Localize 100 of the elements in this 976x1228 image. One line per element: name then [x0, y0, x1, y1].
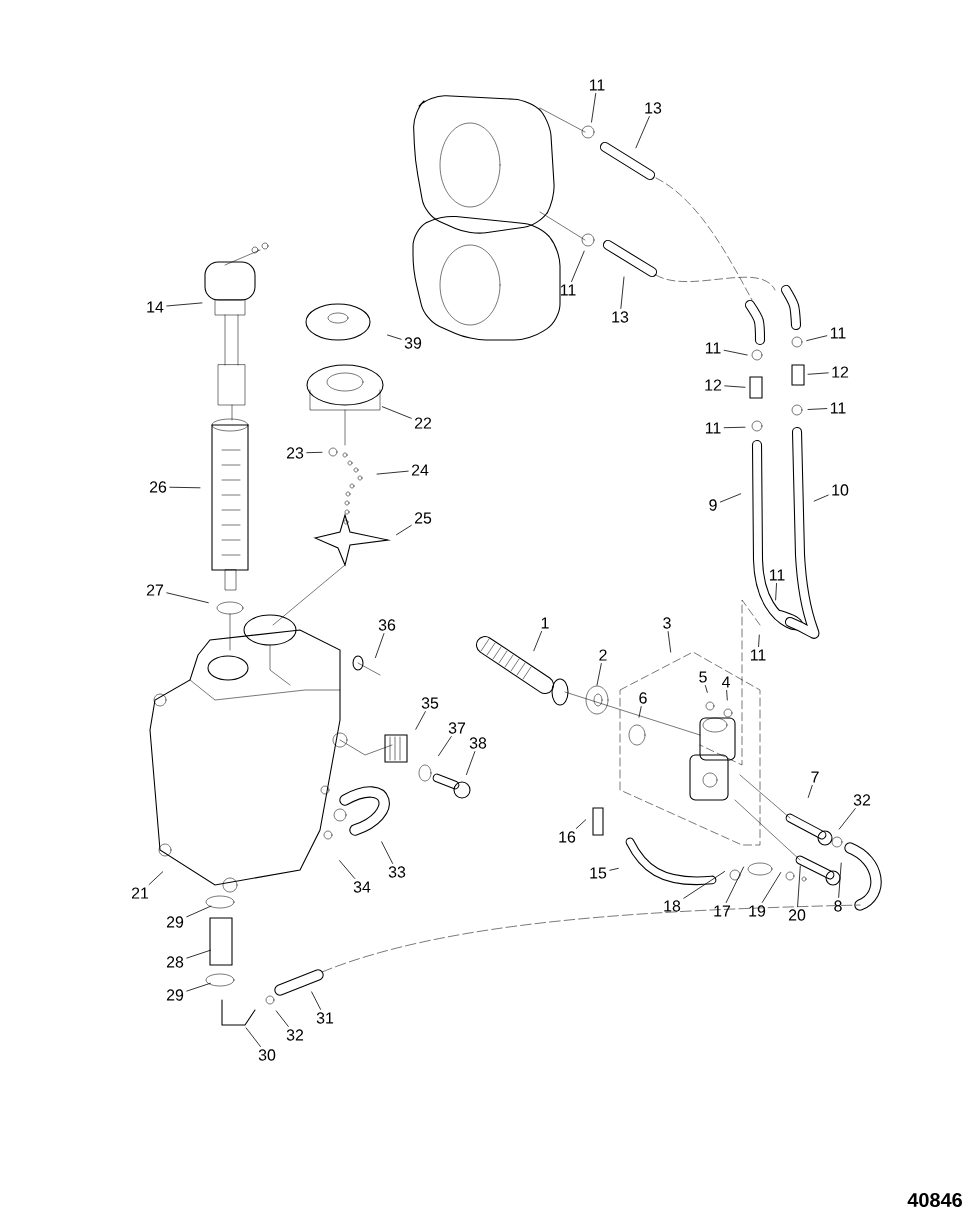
callout-number: 11	[705, 342, 721, 354]
callout-number: 37	[448, 722, 466, 734]
leader-line	[533, 631, 542, 652]
callout-number: 3	[663, 617, 671, 629]
callout-number: 36	[378, 619, 396, 631]
callout-number: 39	[404, 337, 422, 349]
leader-line	[166, 592, 209, 604]
callout-number: 5	[699, 671, 707, 683]
callout-number: 15	[590, 867, 607, 879]
leader-line	[667, 631, 672, 653]
leader-line	[726, 690, 728, 701]
callout-number: 34	[353, 881, 371, 893]
callout-number: 22	[414, 417, 432, 429]
callout-number: 17	[714, 905, 731, 917]
leader-line	[705, 685, 708, 693]
leader-line	[620, 276, 625, 309]
callout-number: 16	[559, 831, 576, 843]
leader-line	[186, 905, 212, 918]
callout-number: 25	[414, 512, 432, 524]
leader-line	[381, 406, 412, 419]
leader-line	[807, 372, 829, 375]
callout-number: 21	[131, 887, 149, 899]
callout-number: 11	[560, 284, 576, 296]
callout-number: 11	[589, 79, 605, 91]
callout-number: 11	[769, 569, 785, 581]
leader-line	[724, 385, 746, 388]
leader-line	[306, 451, 323, 454]
callout-number: 26	[149, 481, 167, 493]
leader-line	[838, 808, 856, 830]
callout-number: 32	[853, 794, 871, 806]
leader-line	[186, 982, 211, 992]
leader-line	[396, 525, 412, 536]
callout-number: 11	[830, 402, 846, 414]
leader-line	[381, 841, 393, 864]
callout-number: 23	[286, 447, 304, 459]
leader-line	[571, 250, 585, 282]
leader-line	[638, 706, 642, 718]
callout-number: 19	[749, 905, 766, 917]
leader-line	[775, 583, 777, 601]
leader-line	[797, 865, 801, 907]
leader-line	[169, 486, 201, 489]
leader-line	[596, 663, 602, 686]
callout-number: 10	[832, 484, 849, 496]
callout-number: 20	[788, 909, 806, 921]
callout-number: 9	[709, 499, 717, 511]
leader-line	[438, 736, 452, 757]
callout-number: 12	[832, 366, 849, 378]
callout-number: 24	[411, 464, 429, 476]
callout-number: 11	[830, 327, 846, 339]
leader-line	[807, 785, 813, 798]
leader-line	[387, 334, 402, 340]
leader-line	[375, 633, 385, 658]
leader-line	[148, 871, 164, 885]
leader-line	[635, 116, 650, 149]
callout-number: 13	[645, 102, 662, 114]
callout-number: 6	[639, 692, 647, 704]
callout-number: 27	[146, 584, 164, 596]
callout-number: 4	[721, 676, 730, 688]
leader-line	[807, 408, 828, 410]
leader-line	[186, 949, 211, 959]
callout-number: 12	[705, 379, 722, 391]
callout-number: 2	[599, 649, 607, 661]
leader-line	[758, 634, 760, 647]
callout-number: 30	[258, 1049, 276, 1061]
callout-number: 31	[316, 1012, 334, 1024]
leader-line	[813, 494, 829, 502]
leader-line	[609, 867, 619, 871]
leader-line	[723, 349, 748, 356]
leader-line	[575, 819, 587, 829]
leader-line	[761, 872, 782, 903]
callout-number: 28	[166, 956, 184, 968]
callout-number: 13	[612, 311, 629, 323]
leader-line	[683, 871, 725, 899]
leader-line	[719, 493, 742, 503]
callout-number: 29	[166, 916, 184, 928]
callout-number: 7	[811, 771, 819, 783]
leader-line	[415, 711, 426, 730]
callout-number: 18	[664, 900, 681, 912]
leader-line	[166, 302, 203, 307]
leader-line	[311, 991, 321, 1010]
leader-line	[339, 860, 356, 879]
leader-line	[376, 470, 409, 475]
leader-line	[466, 751, 476, 775]
callout-number: 35	[421, 697, 439, 709]
callout-number: 14	[147, 301, 164, 313]
leader-line	[725, 866, 744, 903]
callout-number: 11	[750, 649, 766, 661]
callout-number: 1	[541, 617, 549, 629]
leader-line	[806, 335, 828, 341]
leader-line	[723, 426, 746, 429]
callout-number: 29	[166, 989, 184, 1001]
callout-number: 38	[469, 737, 487, 749]
leader-line	[591, 93, 597, 123]
callout-number: 11	[705, 422, 721, 434]
figure-number: 40846	[907, 1192, 962, 1208]
callout-number: 8	[834, 900, 842, 912]
callout-number: 32	[286, 1029, 304, 1041]
leader-line	[245, 1027, 261, 1047]
leader-line	[275, 1010, 289, 1027]
leader-line	[838, 862, 842, 898]
